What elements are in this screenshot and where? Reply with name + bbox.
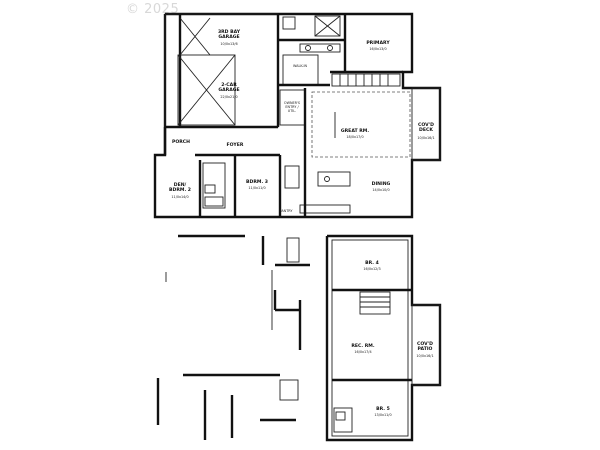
upper-floor-plan (153, 12, 442, 219)
vanity (299, 43, 341, 53)
garage-door-swing-2 (179, 17, 211, 56)
label-foyer: FOYER (227, 142, 244, 148)
label-bdrm3: BDRM. 3 (246, 179, 268, 185)
size-great-rm: 18/0x17/0 (346, 135, 363, 139)
sink-2 (327, 45, 333, 51)
size-primary: 16/0x13/0 (369, 47, 386, 51)
great-room-ceiling-line (311, 91, 411, 158)
upper-stairs (331, 73, 401, 87)
upper-outer-wall (153, 12, 442, 219)
garage-cross-b (177, 54, 236, 126)
kitchen-pantry-cabinet (284, 165, 300, 189)
size-br4: 16/0x12/3 (363, 267, 380, 271)
size-covd-patio: 10/0x16/1 (416, 354, 433, 358)
sink-1 (305, 45, 311, 51)
label-rec-rm: REC. RM. (351, 343, 374, 349)
kitchen-island (317, 171, 351, 187)
lower-stairs (359, 291, 391, 315)
label-br4: BR. 4 (365, 260, 379, 266)
covered-deck-outline (411, 87, 441, 161)
hall-bath (202, 162, 226, 209)
kitchen-counter (299, 204, 351, 214)
size-br5: 13/0x11/0 (374, 413, 391, 417)
size-rec-rm: 16/0x17/4 (354, 350, 371, 354)
size-dining: 14/0x10/0 (372, 188, 389, 192)
label-dining: DINING (372, 181, 391, 187)
shower-diag-b (314, 15, 341, 37)
walk-in-closet (282, 54, 319, 86)
size-den-bdrm2: 11/0x14/0 (171, 195, 188, 199)
label-great-rm: GREAT RM. (341, 128, 369, 134)
label-walk-in: WALK-IN (293, 64, 307, 68)
label-br5: BR. 5 (376, 406, 390, 412)
toilet-room (282, 16, 296, 30)
label-pantry: PANTRY (280, 209, 294, 213)
hall-bath-toilet (204, 184, 216, 194)
size-bdrm3: 11/0x11/0 (248, 186, 265, 190)
island-sink (324, 176, 330, 182)
label-primary: PRIMARY (366, 40, 390, 46)
lower-floor-foundation (156, 234, 310, 440)
lower-floor-finished (325, 234, 442, 442)
label-porch: PORCH (172, 139, 190, 145)
size-3rd-bay-garage: 10/0x13/6 (220, 42, 237, 46)
shower (314, 15, 341, 37)
size-covd-deck: 10/0x16/1 (417, 136, 434, 140)
label-den-bdrm2: DEN/BDRM. 2 (169, 182, 191, 193)
garage-car-bay (177, 54, 236, 126)
hall-bath-tub (204, 196, 224, 207)
size-2car-garage: 22/0x21/0 (220, 95, 237, 99)
